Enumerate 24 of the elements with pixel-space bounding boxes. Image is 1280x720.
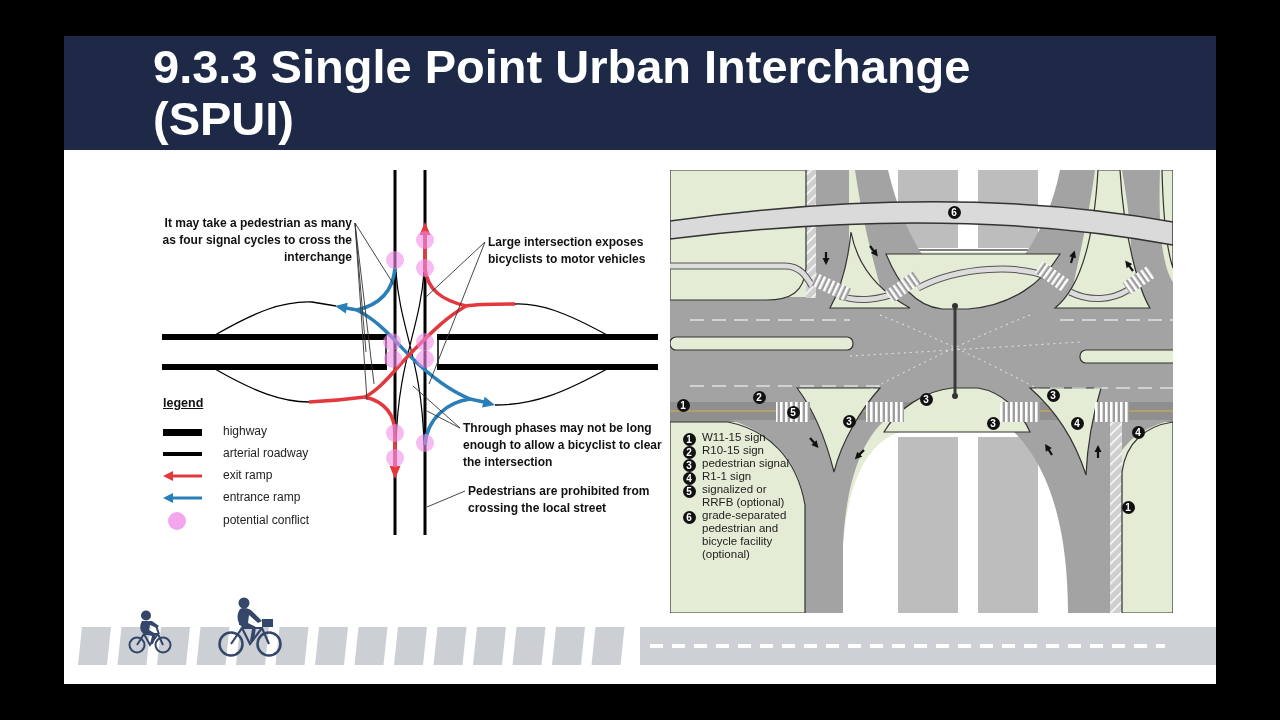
legend-label: exit ramp [223, 468, 273, 483]
slide-title: 9.3.3 Single Point Urban Interchange (SPUI) [153, 41, 972, 145]
leader-line [354, 222, 395, 286]
callout-text: Large intersection exposes bicyclists to motor vehicles [488, 234, 660, 268]
key-label: grade-separated pedestrian and bicycle facility (optional) [702, 509, 788, 561]
leader-line [426, 410, 461, 429]
callout-text: Pedestrians are prohibited from crossing the local street [468, 483, 664, 517]
leader-line [354, 222, 368, 401]
legend-label: entrance ramp [223, 490, 301, 505]
legend-label: highway [223, 424, 268, 439]
key-label: R1-1 sign [702, 470, 753, 483]
leader-line [426, 490, 466, 508]
legend-heading: legend [163, 396, 204, 411]
callout-text: Through phases may not be long enough to allow a bicyclist to clear the intersection [463, 420, 663, 471]
leader-line [428, 241, 486, 385]
key-label: W11-15 sign [702, 431, 767, 444]
leader-line [412, 385, 461, 429]
key-label: signalized or RRFB (optional) [702, 483, 786, 509]
leader-line [425, 241, 486, 298]
key-label: pedestrian signal [702, 457, 790, 470]
key-label: R10-15 sign [702, 444, 765, 457]
legend-label: arterial roadway [223, 446, 309, 461]
legend-label: potential conflict [223, 513, 310, 528]
callout-text: It may take a pedestrian as many as four signal cycles to cross the interchange [156, 215, 352, 266]
